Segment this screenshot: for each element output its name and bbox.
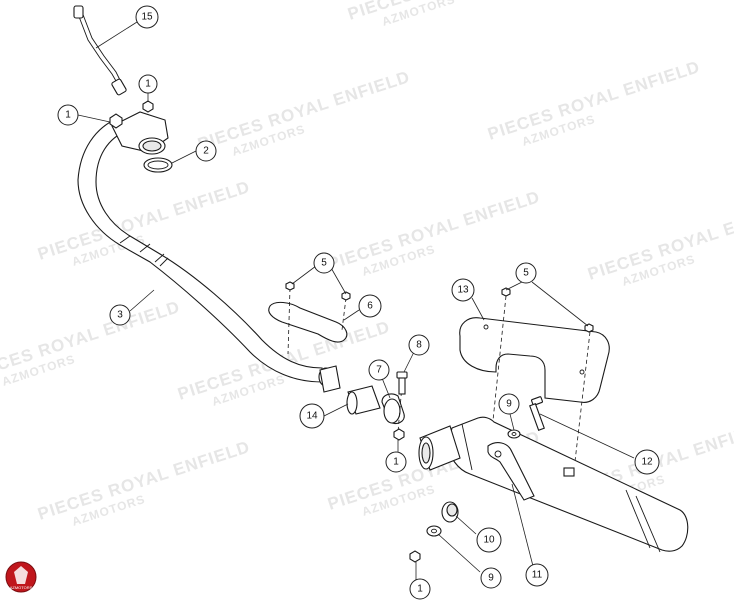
part-1-nut-lower: [409, 550, 421, 563]
callout-6: 6: [358, 294, 382, 318]
callout-8: 8: [408, 334, 430, 356]
watermark-line1: PIECES ROYAL ENFIELD: [325, 187, 542, 274]
part-13-heat-shield: [459, 287, 610, 471]
part-3-header-pipe: [77, 111, 341, 393]
callout-label: 11: [532, 570, 543, 581]
callout-label: 12: [641, 457, 653, 468]
callout-1: 1: [57, 104, 79, 126]
watermark-layer: PIECES ROYAL ENFIELD AZMOTORS PIECES ROY…: [0, 0, 734, 529]
callout-label: 3: [117, 310, 123, 321]
callout-label: 9: [488, 573, 494, 584]
logo-text: AZMOTORS: [10, 585, 33, 590]
callout-9: 9: [498, 393, 520, 415]
callout-label: 1: [65, 110, 71, 121]
callout-label: 6: [367, 301, 373, 312]
callout-label: 13: [457, 285, 469, 296]
callout-5: 5: [515, 262, 537, 284]
callout-10: 10: [476, 527, 502, 553]
part-12-bolt: [529, 396, 545, 431]
callout-label: 9: [506, 399, 512, 410]
part-10-rubber-bush: [441, 501, 459, 523]
callout-1: 1: [138, 74, 158, 94]
callout-label: 7: [376, 365, 382, 376]
part-9-washer-lower: [426, 525, 442, 537]
callout-label: 1: [145, 79, 151, 90]
part-8-bolt: [396, 371, 408, 395]
part-2-gasket: [143, 157, 173, 173]
callout-14: 14: [299, 403, 325, 429]
part-15-sensor: [73, 5, 127, 96]
callout-label: 1: [417, 584, 423, 595]
callout-1: 1: [409, 578, 431, 600]
leader-lines: [77, 21, 635, 580]
part-1-nuts-flange: [109, 100, 154, 129]
callout-1: 1: [385, 451, 407, 473]
callout-label: 5: [523, 268, 529, 279]
part-14-sleeve: [346, 385, 381, 415]
callout-9: 9: [480, 567, 502, 589]
callout-11: 11: [525, 563, 549, 587]
callout-12: 12: [634, 449, 660, 475]
part-9-washer-upper: [507, 429, 521, 439]
callout-label: 8: [416, 340, 422, 351]
callout-5: 5: [313, 252, 335, 274]
watermark-line1: PIECES ROYAL ENFIELD: [35, 437, 252, 524]
callout-7: 7: [368, 359, 390, 381]
callout-13: 13: [451, 278, 475, 302]
part-7-clamp: [381, 384, 405, 441]
callout-label: 5: [321, 258, 327, 269]
callout-label: 1: [393, 457, 399, 468]
callout-label: 10: [483, 535, 495, 546]
callout-3: 3: [109, 304, 131, 326]
callout-2: 2: [195, 140, 217, 162]
callout-label: 15: [141, 12, 153, 23]
callout-15: 15: [135, 5, 159, 29]
callout-label: 2: [203, 146, 209, 157]
watermark-line1: PIECES ROYAL ENFIELD: [195, 67, 412, 154]
callout-label: 14: [306, 411, 318, 422]
part-6-heat-shield: [268, 281, 351, 355]
watermark-line1: PIECES ROYAL ENFIELD: [485, 57, 702, 144]
azmotors-logo: AZMOTORS: [5, 561, 37, 593]
part-11-muffler: [418, 416, 689, 553]
